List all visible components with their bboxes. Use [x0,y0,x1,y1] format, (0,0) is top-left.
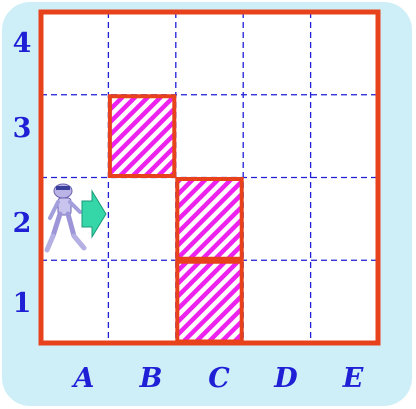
obstacles-layer [107,94,244,344]
col-label-e: E [342,363,364,394]
arrow-right-icon [81,189,107,239]
col-label-a: A [73,363,95,394]
obstacle-cell-b3 [107,94,177,178]
row-label-2: 2 [12,208,32,239]
obstacle-cell-c1 [175,259,244,344]
col-label-c: C [208,363,230,394]
obstacle-cell-c2 [175,177,244,261]
col-label-d: D [274,363,298,394]
col-label-b: B [139,363,163,394]
board-border [38,9,381,346]
row-label-4: 4 [12,28,32,59]
row-label-1: 1 [12,288,32,319]
robot-icon[interactable] [44,183,87,253]
row-label-3: 3 [12,113,32,144]
